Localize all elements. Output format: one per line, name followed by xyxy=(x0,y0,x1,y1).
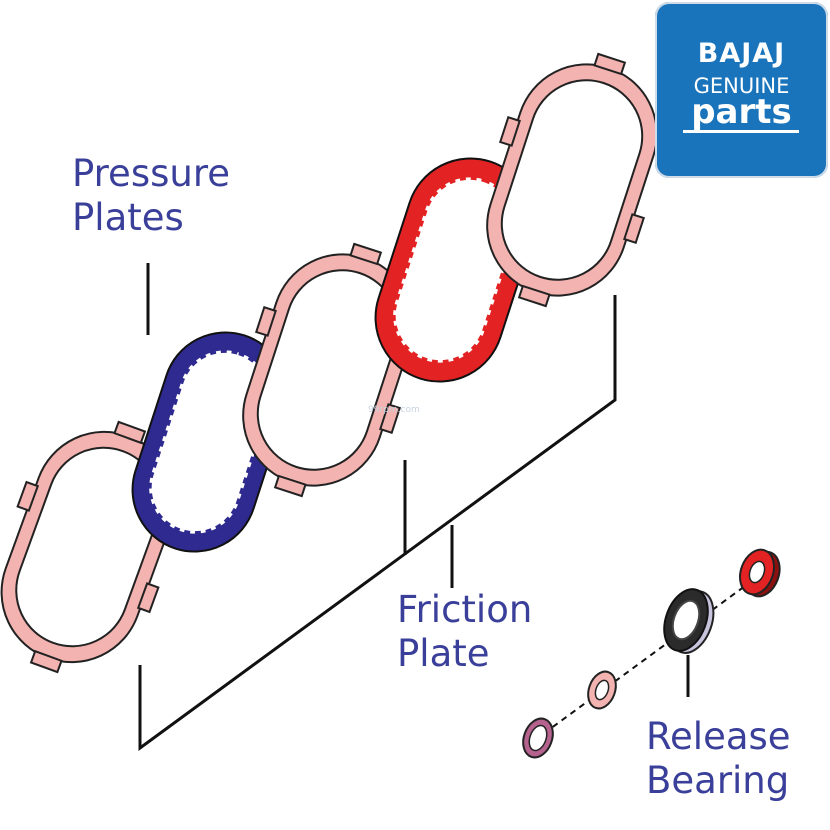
release-nut-red xyxy=(739,548,781,598)
pressure-plate-2 xyxy=(242,242,414,498)
washer-pink xyxy=(587,670,617,710)
logo-brand: BAJAJ xyxy=(697,38,786,69)
release-bearing xyxy=(663,588,715,654)
logo-genuine: GENUINE xyxy=(693,74,790,98)
logo-underline xyxy=(683,130,799,133)
logo-parts: parts xyxy=(691,92,792,132)
pressure-plate-1 xyxy=(0,420,176,674)
pressure-plates-label: Pressure Plates xyxy=(72,152,230,239)
bearing-axis-line xyxy=(534,574,761,741)
watermark-text: 99rpm.com xyxy=(368,405,420,415)
washer-purple xyxy=(522,717,554,759)
friction-plate-label: Friction Plate xyxy=(397,588,533,675)
release-bearing-label: Release Bearing xyxy=(646,715,791,802)
pressure-plates-leader xyxy=(138,295,617,751)
pressure-plate-3 xyxy=(486,52,658,308)
bajaj-genuine-parts-logo: BAJAJ GENUINE parts xyxy=(655,2,828,178)
